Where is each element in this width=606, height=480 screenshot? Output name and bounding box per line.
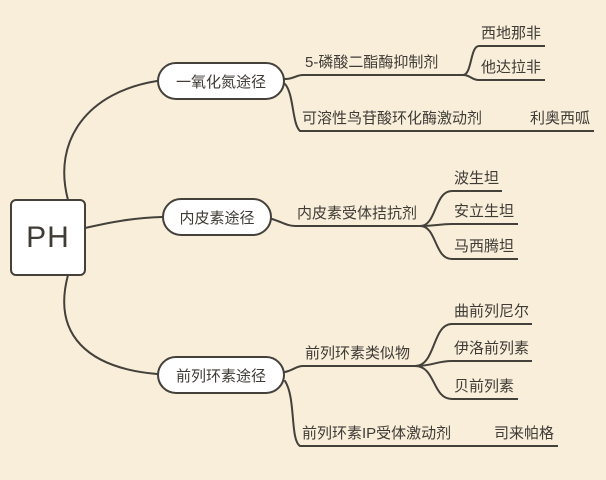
topic-treprostinil[interactable]: 曲前列尼尔 bbox=[452, 303, 532, 325]
topic-macitentan[interactable]: 马西腾坦 bbox=[452, 238, 518, 260]
edge-root-to-nitric-oxide bbox=[63, 80, 158, 201]
edge-era-to-macitentan bbox=[419, 225, 453, 260]
edge-analogs-to-beraprost bbox=[414, 365, 453, 400]
edge-pde5-to-sildenafil bbox=[462, 45, 480, 76]
root-node-ph[interactable]: PH bbox=[10, 199, 86, 276]
edge-root-to-prostacyclin bbox=[63, 274, 158, 375]
edge-no-to-sgc bbox=[284, 83, 301, 132]
topic-bosentan[interactable]: 波生坦 bbox=[452, 170, 502, 192]
topic-riociguat[interactable]: 利奥西呱 bbox=[528, 110, 594, 132]
edge-pgi-to-analogs bbox=[284, 365, 304, 373]
topic-endothelin-receptor-antagonist[interactable]: 内皮素受体拮抗剂 bbox=[295, 205, 420, 227]
topic-selexipag[interactable]: 司来帕格 bbox=[492, 425, 558, 447]
edge-no-to-pde5 bbox=[284, 74, 304, 80]
topic-ambrisentan[interactable]: 安立生坦 bbox=[452, 203, 518, 225]
edge-pde5-to-tadalafil bbox=[462, 74, 480, 81]
edge-analogs-to-iloprost bbox=[414, 360, 453, 367]
edge-et-to-era bbox=[271, 218, 296, 227]
branch-node-endothelin-pathway[interactable]: 内皮素途径 bbox=[162, 198, 272, 236]
branch-node-nitric-oxide-pathway[interactable]: 一氧化氮途径 bbox=[157, 62, 285, 100]
topic-ip-receptor-agonist[interactable]: 前列环素IP受体激动剂 bbox=[300, 425, 472, 447]
topic-sildenafil[interactable]: 西地那非 bbox=[479, 25, 545, 47]
topic-beraprost[interactable]: 贝前列素 bbox=[452, 378, 518, 400]
topic-pde5-inhibitor[interactable]: 5-磷酸二酯酶抑制剂 bbox=[303, 54, 463, 76]
topic-tadalafil[interactable]: 他达拉非 bbox=[479, 59, 545, 81]
edge-pgi-to-ip-agonist bbox=[284, 380, 301, 447]
edge-era-to-bosentan bbox=[419, 190, 453, 227]
branch-node-prostacyclin-pathway[interactable]: 前列环素途径 bbox=[157, 356, 285, 394]
edge-analogs-to-treprostinil bbox=[414, 323, 453, 367]
topic-iloprost[interactable]: 伊洛前列素 bbox=[452, 340, 532, 362]
topic-sgc-agonist[interactable]: 可溶性鸟苷酸环化酶激动剂 bbox=[300, 110, 495, 132]
topic-prostacyclin-analogs[interactable]: 前列环素类似物 bbox=[303, 345, 415, 367]
edge-root-to-endothelin bbox=[84, 216, 163, 229]
